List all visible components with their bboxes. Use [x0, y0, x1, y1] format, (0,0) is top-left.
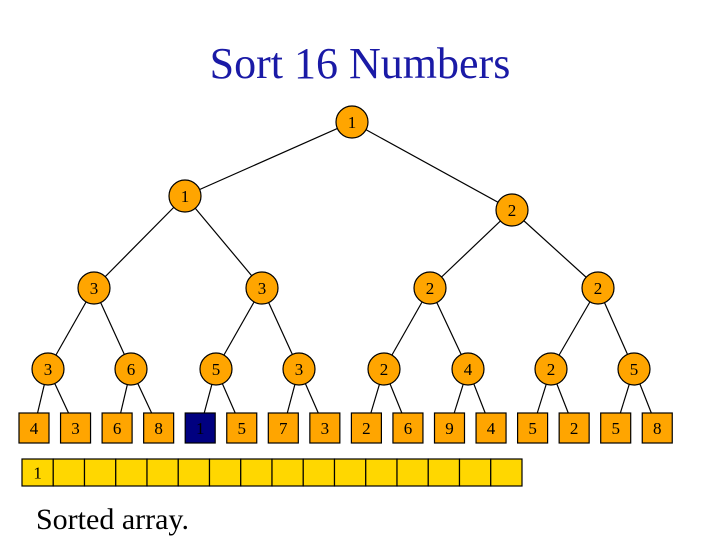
tree-node-value: 3	[295, 360, 304, 379]
tree-node-level3: 3	[282, 352, 316, 386]
sorted-array-cell	[52, 458, 86, 487]
tree-leaf-value: 8	[154, 419, 163, 438]
sorted-array-cell	[365, 458, 398, 487]
tree-node-value: 2	[380, 360, 389, 379]
tree-node-value: 3	[90, 279, 99, 298]
tree-leaf-value: 8	[653, 419, 662, 438]
tree-leaf: 6	[392, 412, 424, 444]
tree-leaf: 2	[558, 412, 590, 444]
tree-nodes: 1 1 2 3 3 2 2 3 6 5 3 2 4 2 5 4 3 6 8 1 5 7 3 2 6 9 4 5 2 5 8	[18, 105, 673, 444]
tree-leaf-value: 6	[113, 419, 122, 438]
tree-leaf-value: 5	[238, 419, 247, 438]
tree-node-level1: 1	[168, 179, 202, 213]
sorted-array-caption: Sorted array.	[36, 503, 189, 536]
tree-leaf-value: 9	[445, 419, 454, 438]
tree-edge	[351, 121, 513, 211]
tree-leaf-value: 7	[279, 419, 288, 438]
tree-node-level3: 5	[199, 352, 233, 386]
tree-edge	[184, 195, 263, 289]
tree-node-level3: 3	[31, 352, 65, 386]
sorted-array-cell	[115, 458, 148, 487]
tree-edge	[429, 209, 513, 289]
tree-node-level3: 2	[367, 352, 401, 386]
tree-edge	[511, 209, 599, 289]
tree-node-value: 6	[127, 360, 136, 379]
sorted-array-cell	[146, 458, 179, 487]
sorted-array-cell	[458, 458, 492, 487]
tree-node-level3: 6	[114, 352, 148, 386]
tree-leaf-value: 2	[570, 419, 579, 438]
tree-leaf-value: 2	[362, 419, 371, 438]
tree-node-value: 5	[212, 360, 221, 379]
tree-node-value: 1	[348, 113, 357, 132]
sorted-array-cell: 1	[21, 458, 54, 487]
sorted-array-cell	[396, 458, 429, 487]
tree-node-value: 3	[258, 279, 267, 298]
tree-edge	[93, 195, 186, 289]
tree-leaf: 5	[600, 412, 632, 444]
tree-node-level3: 5	[617, 352, 651, 386]
tree-node-value: 2	[508, 201, 517, 220]
tree-leaf: 3	[309, 412, 341, 444]
tree-node-level2: 2	[581, 271, 615, 305]
sorted-array-cell	[490, 458, 523, 487]
tree-leaf-value: 6	[404, 419, 413, 438]
tree-node-value: 3	[44, 360, 53, 379]
tree-node-level2: 2	[413, 271, 447, 305]
tree-leaf-value: 4	[487, 419, 496, 438]
sorted-array-cell	[302, 458, 336, 487]
tree-leaf-value: 5	[528, 419, 537, 438]
sorted-array-cell	[427, 458, 461, 487]
sorted-array-cell	[83, 458, 117, 487]
tree-leaf: 4	[18, 412, 50, 444]
tree-leaf: 3	[59, 412, 92, 444]
tree-leaf-value: 4	[30, 419, 39, 438]
tree-leaf: 6	[101, 412, 133, 444]
tree-node-value: 2	[594, 279, 603, 298]
tree-leaf: 5	[516, 412, 549, 444]
tree-node-value: 2	[426, 279, 435, 298]
tree-leaf-value: 3	[71, 419, 80, 438]
sorted-array-cell	[333, 458, 367, 487]
sorted-array-cell	[271, 458, 304, 487]
tree-leaf: 2	[350, 412, 382, 444]
tree-node-level2: 3	[77, 271, 111, 305]
tree-node-level3: 4	[451, 352, 485, 386]
tree-node-root: 1	[335, 105, 369, 139]
sorted-array-value: 1	[33, 464, 42, 483]
sorted-array-cell	[208, 458, 242, 487]
tree-edge	[184, 121, 353, 197]
tree-leaf: 4	[475, 412, 507, 444]
tree-node-value: 5	[630, 360, 639, 379]
tree-node-level3: 2	[534, 352, 568, 386]
tree-leaf: 7	[267, 412, 299, 444]
tree-leaf: 1	[184, 412, 216, 444]
tree-leaf-value: 1	[196, 419, 205, 438]
tree-node-value: 4	[464, 360, 473, 379]
tree-leaf: 8	[641, 412, 673, 444]
tree-node-level1: 2	[495, 193, 529, 227]
tree-leaf-value: 5	[611, 419, 620, 438]
tree-leaf: 5	[226, 412, 258, 444]
tree-node-value: 1	[181, 187, 190, 206]
sorted-array-cell	[240, 458, 273, 487]
tree-leaf: 8	[143, 412, 175, 444]
tree-leaf-value: 3	[321, 419, 330, 438]
tree-leaf: 9	[433, 412, 466, 444]
tree-node-level2: 3	[245, 271, 279, 305]
slide-title: Sort 16 Numbers	[209, 39, 511, 88]
sorted-array: 1	[21, 458, 523, 487]
tree-node-value: 2	[547, 360, 556, 379]
sorted-array-cell	[177, 458, 211, 487]
